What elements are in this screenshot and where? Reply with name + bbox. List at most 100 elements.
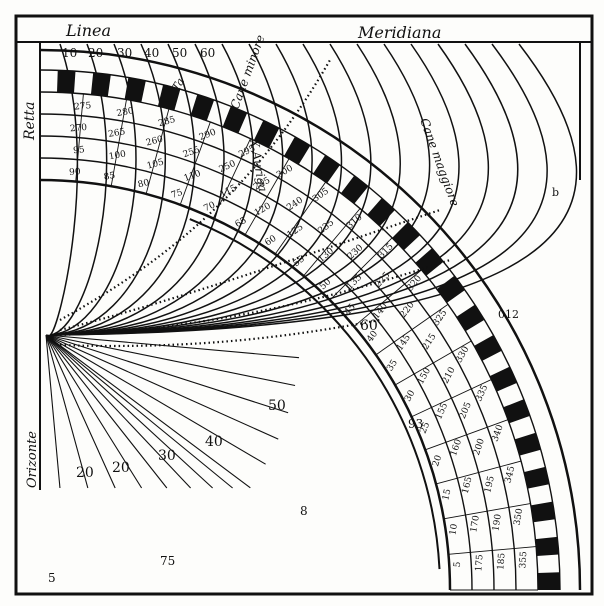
label-orizonte: Orizonte [25, 431, 40, 488]
checker-cell-24 [367, 198, 395, 227]
ring-division-45 [329, 237, 393, 301]
ring-division-80 [110, 99, 127, 187]
ring-2-label-7: 220 [398, 300, 417, 320]
inner-boundary-arc [189, 218, 441, 570]
hour-arc-4 [49, 43, 196, 336]
hour-arc-5 [49, 43, 225, 336]
ring-2-label-10: 235 [317, 218, 337, 237]
ring-0-label-16: 85 [103, 171, 116, 183]
ring-3-label-0: 355 [518, 551, 529, 569]
ray-1 [45, 334, 296, 387]
ring-3-label-8: 315 [376, 242, 395, 261]
star-label-cane-maggiore: Cane maggiore [417, 116, 462, 208]
ring-1-label-5: 150 [416, 366, 433, 386]
arc-scale-20b: 20 [112, 460, 130, 476]
ring-2-label-6: 215 [421, 332, 439, 352]
top-scale-40: 40 [144, 46, 159, 60]
degree-rings [39, 48, 582, 591]
ring-division-35 [375, 303, 449, 356]
ring-3-label-6: 325 [431, 308, 449, 328]
ring-1-label-9: 130 [316, 246, 336, 265]
ray-6 [45, 334, 233, 489]
checker-cell-26 [340, 175, 369, 204]
checker-cell-6 [523, 466, 550, 489]
ring-0-label-17: 90 [69, 167, 82, 178]
checker-cell-8 [514, 432, 541, 456]
hour-arc-8 [49, 43, 313, 336]
ring-division-65 [212, 138, 251, 219]
checker-cell-0 [537, 572, 560, 590]
checker-cell-44 [57, 70, 76, 94]
star-path-d [59, 59, 331, 321]
ring-3-label-5: 330 [454, 345, 471, 365]
hour-arc-3 [49, 43, 167, 336]
ring-division-40 [353, 269, 422, 327]
checker-cell-42 [90, 72, 111, 97]
ring-1-label-8: 135 [345, 272, 364, 291]
ray-5 [45, 334, 251, 489]
checker-cell-2 [535, 536, 559, 557]
ring-2-label-3: 200 [472, 437, 487, 457]
label-linea: Linea [65, 21, 111, 40]
hour-arcs [49, 43, 578, 336]
hour-arc-9 [49, 43, 343, 336]
ring-division-70 [179, 121, 211, 205]
ring-1-label-4: 155 [434, 401, 450, 421]
star-label-cane-minore: Cane minore [228, 33, 268, 111]
ring-0-label-14: 75 [170, 188, 184, 201]
ring-3-label-1: 350 [513, 507, 526, 526]
ring-1-label-13: 110 [183, 169, 203, 184]
checker-cell-32 [253, 120, 280, 148]
hour-arc-13 [49, 43, 460, 336]
ring-0-label-0: 5 [453, 561, 463, 568]
ring-0-label-2: 15 [441, 488, 453, 502]
ring-division-50 [303, 208, 361, 277]
ray-4 [45, 334, 266, 465]
top-scale-10: 10 [62, 46, 77, 60]
checker-cell-10 [503, 399, 530, 424]
star-path-b [59, 258, 451, 337]
border-mark-8: 8 [300, 504, 308, 518]
checker-cell-38 [157, 84, 181, 111]
ring-division-60 [244, 158, 290, 236]
top-scale-60: 60 [200, 46, 215, 60]
ring-number-labels: 5101520253035404550556065707580859017517… [69, 101, 530, 572]
top-scale-30: 30 [117, 46, 132, 60]
ring-division-55 [274, 181, 327, 255]
arc-scale-30: 30 [158, 448, 176, 464]
outer-frame [14, 14, 594, 596]
degree-ring-0 [39, 178, 452, 591]
ray-9 [45, 334, 168, 489]
ring-2-label-4: 205 [458, 401, 474, 421]
ring-2-label-11: 240 [285, 195, 305, 213]
star-path-a [59, 208, 441, 332]
border-mark-5: 5 [48, 571, 56, 585]
ray-11 [45, 334, 116, 489]
checker-cell-22 [392, 222, 421, 251]
ring-division-5 [448, 546, 537, 555]
ring-2-label-2: 195 [483, 475, 497, 494]
arc-scale-left: 20 20 30 40 50 60 [76, 318, 378, 481]
hour-arc-12 [49, 43, 431, 336]
hour-arc-11 [49, 43, 401, 336]
ring-3-label-11: 300 [275, 163, 295, 180]
ray-3 [45, 334, 279, 440]
ring-3-label-10: 305 [311, 186, 331, 204]
checker-cell-14 [474, 335, 502, 361]
star-label-ta: Ta [169, 76, 187, 94]
ring-2-label-17: 270 [70, 123, 88, 134]
hour-arc-15 [49, 43, 519, 336]
ring-3-label-14: 285 [157, 115, 176, 129]
ring-division-25 [411, 379, 492, 418]
hour-arc-10 [49, 43, 372, 336]
ring-0-label-15: 80 [137, 178, 151, 191]
ring-2-label-16: 265 [108, 127, 127, 140]
ring-2-label-15: 260 [145, 135, 164, 149]
hour-arc-16 [49, 43, 548, 336]
arc-scale-40: 40 [205, 434, 223, 450]
ring-0-label-3: 20 [431, 454, 444, 468]
ring-3-label-9: 310 [345, 212, 365, 231]
checker-cell-12 [489, 366, 517, 392]
ring-1-label-6: 145 [395, 333, 413, 353]
